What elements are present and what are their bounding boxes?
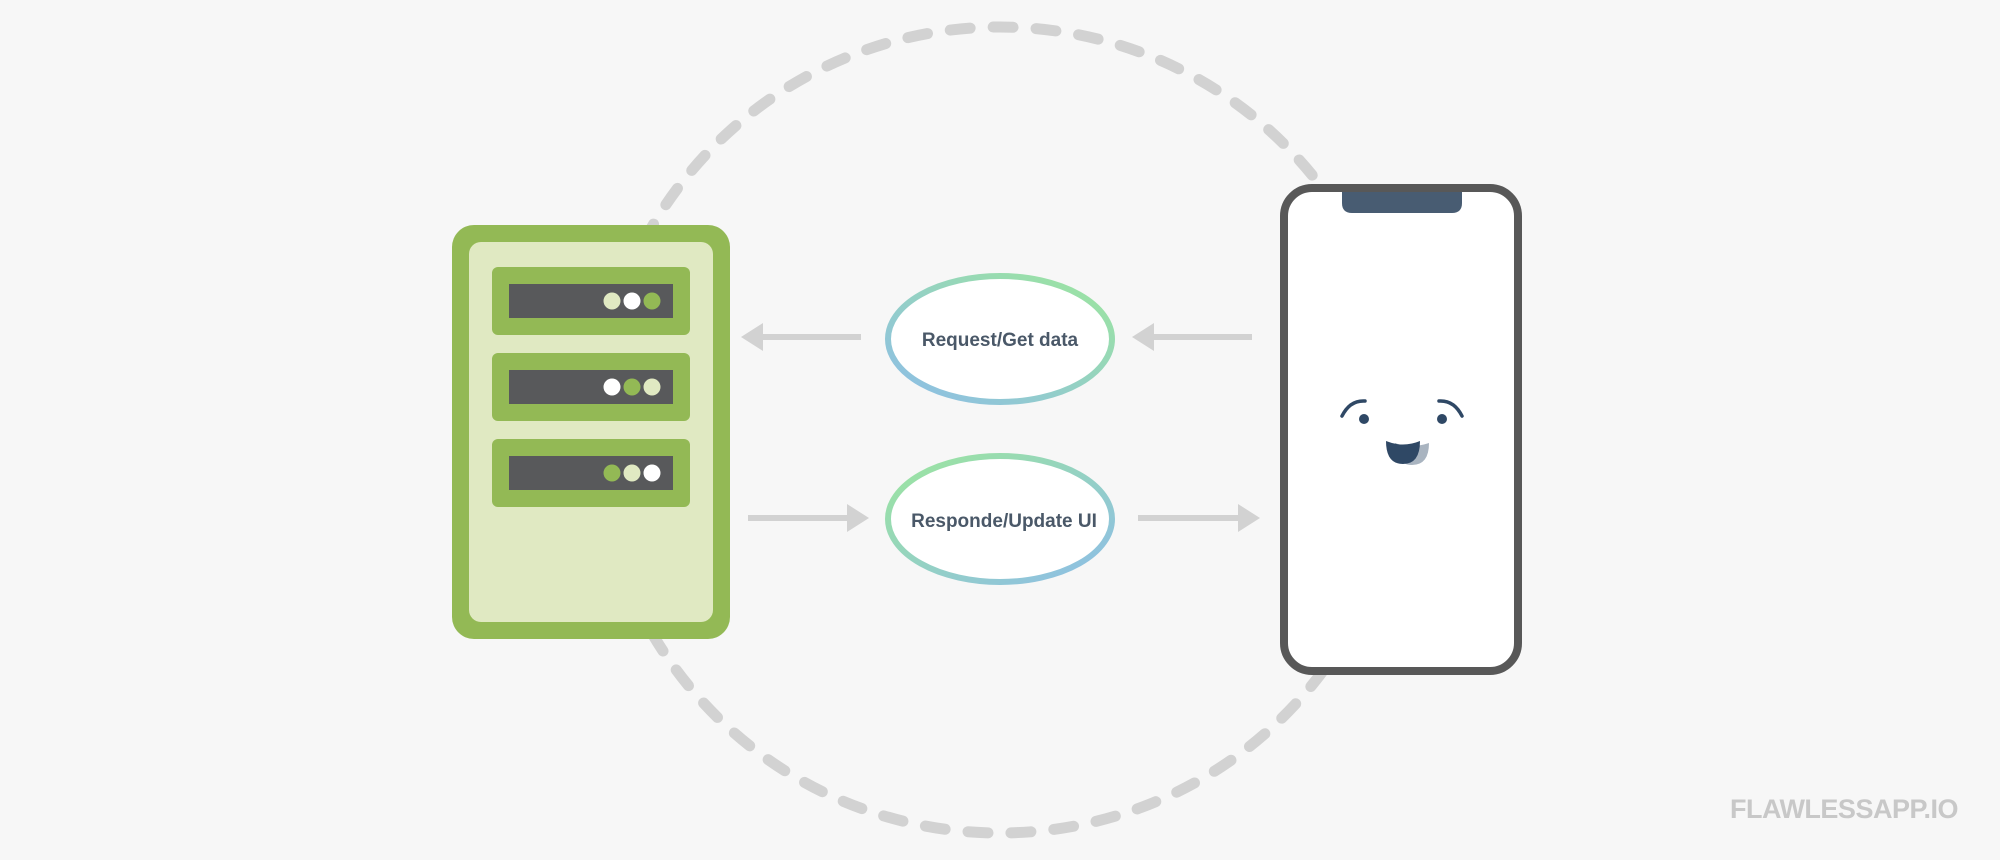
server-light	[643, 464, 661, 482]
server-light	[603, 292, 621, 310]
server-light	[643, 378, 661, 396]
request-label: Request/Get data	[922, 330, 1079, 351]
server-rack-2	[492, 353, 690, 421]
server-icon	[452, 225, 730, 639]
server-light	[643, 292, 661, 310]
server-light	[623, 378, 641, 396]
phone-icon	[1280, 184, 1522, 675]
smiley-face-icon	[1340, 399, 1464, 465]
arrow-server-to-response	[748, 504, 869, 532]
arrow-request-to-server	[741, 323, 861, 351]
request-node: Request/Get data	[885, 273, 1115, 405]
server-light	[603, 378, 621, 396]
server-light	[623, 292, 641, 310]
brand-watermark: FLAWLESSAPP.IO	[1730, 794, 1958, 824]
server-light	[603, 464, 621, 482]
response-label: Responde/Update UI	[911, 511, 1097, 532]
arrow-phone-to-request	[1132, 323, 1252, 351]
server-rack-3	[492, 439, 690, 507]
server-rack-1	[492, 267, 690, 335]
arrow-response-to-phone	[1138, 504, 1260, 532]
server-light	[623, 464, 641, 482]
phone-notch	[1342, 192, 1462, 213]
response-node: Responde/Update UI	[885, 453, 1115, 585]
